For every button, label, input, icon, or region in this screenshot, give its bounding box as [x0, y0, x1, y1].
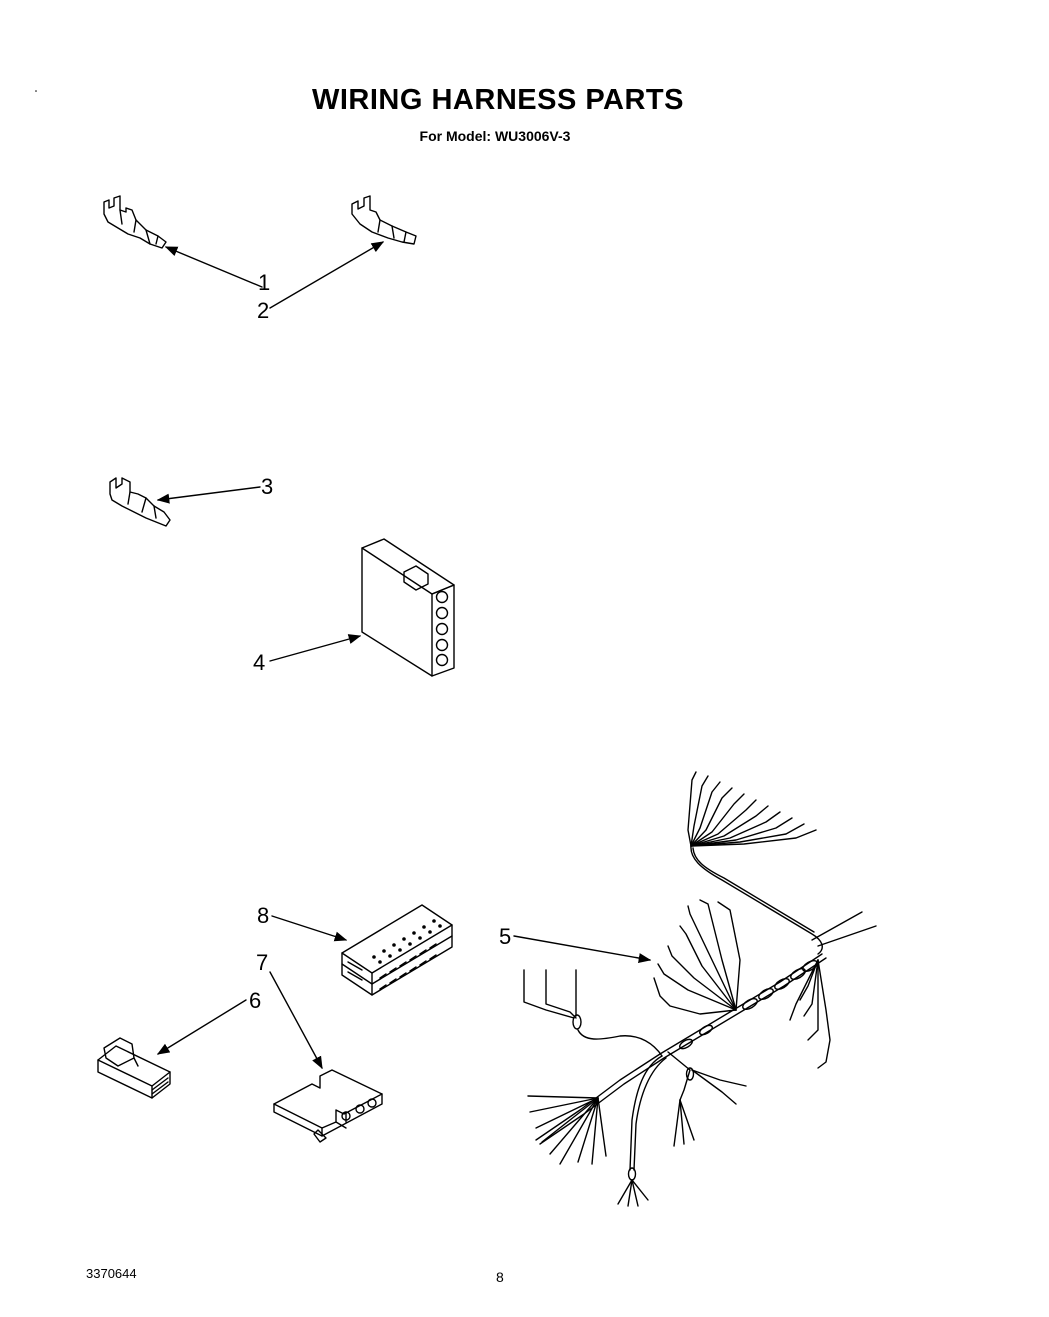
part-8-multipin-connector [342, 905, 452, 995]
part-2-terminal [352, 196, 416, 244]
callout-5: 5 [499, 924, 512, 949]
callout-6: 6 [249, 988, 262, 1013]
part-6-small-connector [98, 1038, 170, 1098]
part-5-wiring-harness [524, 772, 876, 1206]
page-title: WIRING HARNESS PARTS [312, 84, 684, 116]
scan-dot [35, 90, 37, 92]
callout-4: 4 [253, 650, 266, 675]
callout-7: 7 [256, 950, 269, 975]
part-1-terminal [104, 196, 166, 248]
callout-1: 1 [258, 270, 271, 295]
callout-3: 3 [261, 474, 274, 499]
document-number: 3370644 [86, 1266, 137, 1281]
part-4-connector-housing [362, 539, 454, 676]
part-7-flat-connector [274, 1070, 382, 1142]
leader-lines [156, 242, 652, 1070]
callout-8: 8 [257, 903, 270, 928]
page-number: 8 [496, 1269, 504, 1285]
part-3-terminal [110, 478, 170, 526]
callout-2: 2 [257, 298, 270, 323]
model-subtitle: For Model: WU3006V-3 [419, 128, 571, 144]
